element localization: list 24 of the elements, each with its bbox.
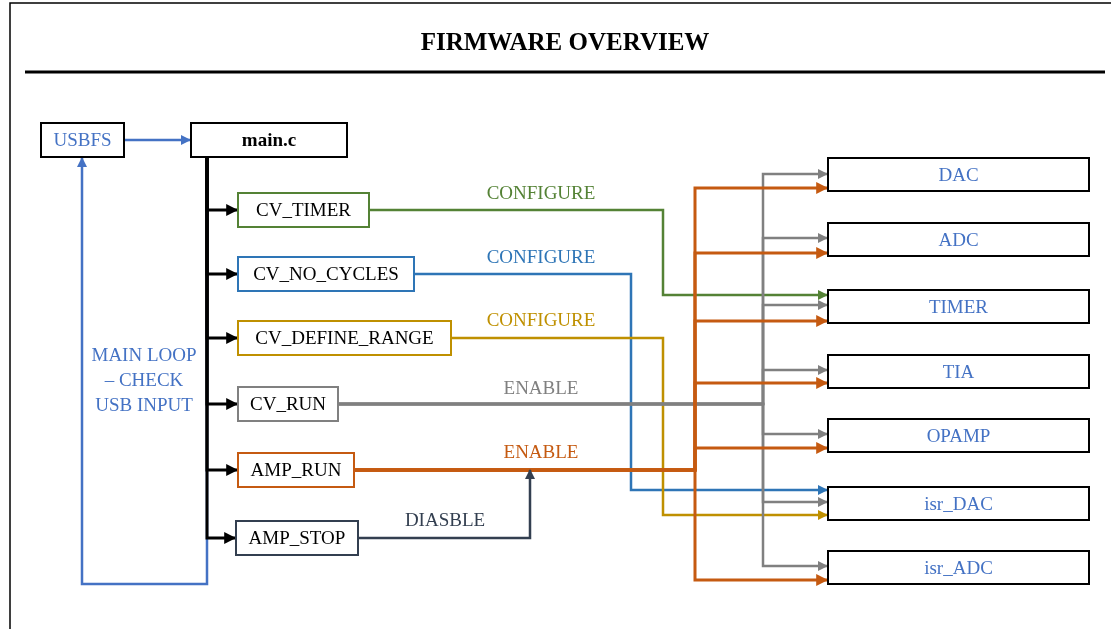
process-box: AMP_STOP — [235, 520, 359, 556]
arrow — [359, 469, 535, 540]
process-box: ADC — [827, 222, 1090, 257]
process-box: USBFS — [40, 122, 125, 158]
process-box: CV_RUN — [237, 386, 339, 422]
process-box: CV_DEFINE_RANGE — [237, 320, 452, 356]
arrow — [205, 158, 237, 544]
loop-label: MAIN LOOP – CHECK USB INPUT — [90, 343, 198, 417]
process-box: main.c — [190, 122, 348, 158]
process-box: isr_DAC — [827, 486, 1090, 521]
diagram-title: FIRMWARE OVERVIEW — [419, 28, 711, 56]
arrow — [370, 208, 828, 300]
arrow — [339, 402, 828, 571]
process-box: isr_ADC — [827, 550, 1090, 585]
process-box: CV_TIMER — [237, 192, 370, 228]
process-box: CV_NO_CYCLES — [237, 256, 415, 292]
arrow — [452, 336, 828, 520]
process-box: DAC — [827, 157, 1090, 192]
arrow — [415, 272, 828, 495]
process-box: TIA — [827, 354, 1090, 389]
arrow — [125, 135, 191, 145]
process-box: TIMER — [827, 289, 1090, 324]
process-box: OPAMP — [827, 418, 1090, 453]
process-box: AMP_RUN — [237, 452, 355, 488]
